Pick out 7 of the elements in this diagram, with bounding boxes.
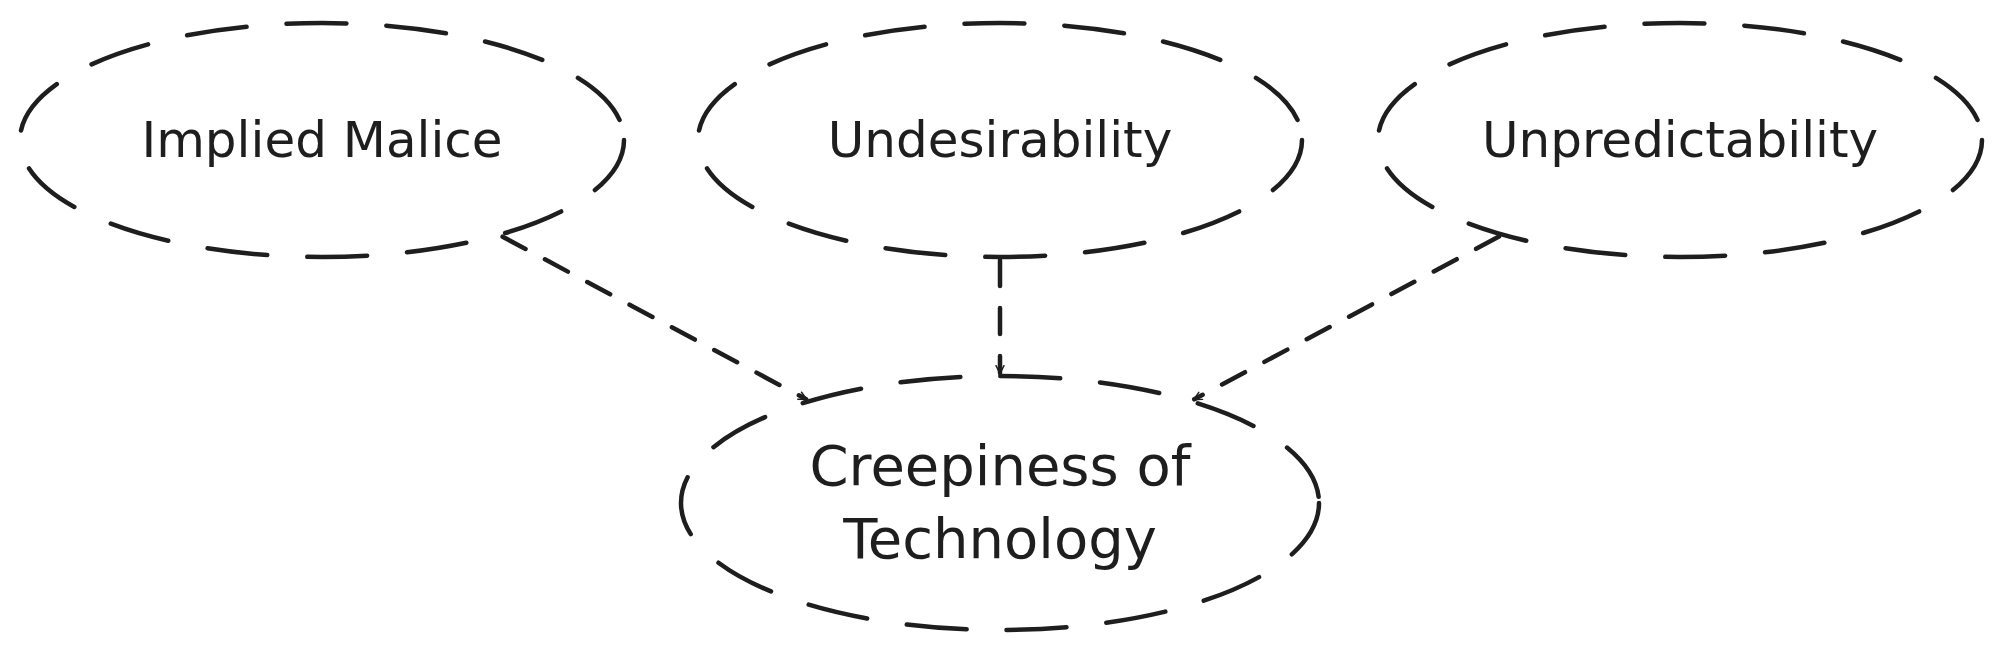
node-label: Creepiness of Technology (808, 432, 1193, 573)
dashed-arrow (995, 257, 1005, 376)
node-label: Unpredictability (1481, 109, 1879, 171)
node-label: Undesirability (827, 109, 1173, 171)
node-label: Implied Malice (141, 109, 503, 171)
dashed-arrow (1192, 234, 1502, 402)
dashed-arrow (500, 234, 809, 402)
